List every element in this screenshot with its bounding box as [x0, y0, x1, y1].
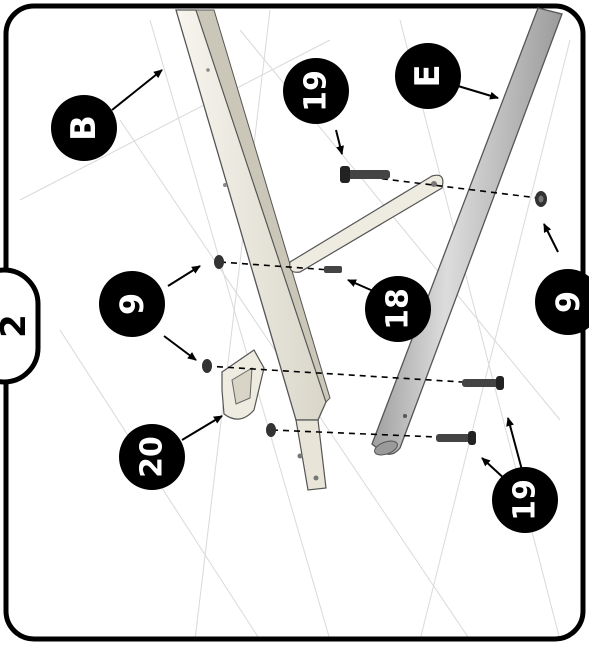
- nut-9-right-part: [535, 191, 547, 207]
- svg-text:20: 20: [135, 436, 170, 478]
- callout-19-bottom: 19: [492, 467, 558, 533]
- alignment-lines: [205, 175, 539, 438]
- hardware: [202, 166, 547, 445]
- callout-b: B: [51, 95, 117, 161]
- callout-19-top: 19: [283, 58, 349, 124]
- step-number: 2: [0, 314, 34, 338]
- svg-text:19: 19: [299, 70, 334, 112]
- svg-text:B: B: [64, 115, 104, 141]
- callout-e: E: [395, 43, 461, 109]
- bolt-18-part: [324, 266, 342, 273]
- callout-20: 20: [119, 424, 185, 490]
- svg-text:9: 9: [113, 293, 151, 315]
- rail-b: [175, 9, 331, 491]
- strap-bracket-18-part: [289, 174, 444, 273]
- svg-text:19: 19: [508, 479, 543, 521]
- bolt-19-bottom-lower-part: [436, 431, 476, 445]
- leader-arrows: [111, 69, 559, 483]
- callout-9-left: 9: [99, 271, 165, 337]
- tube-e: [371, 7, 563, 456]
- bolt-19-bottom-upper-part: [462, 376, 504, 390]
- bolt-19-top-part: [340, 166, 390, 183]
- callout-18: 18: [365, 276, 431, 342]
- svg-text:18: 18: [381, 288, 416, 330]
- svg-text:E: E: [408, 64, 448, 87]
- step-badge: 2: [0, 267, 41, 385]
- callout-9-right: 9: [535, 269, 589, 335]
- nut-9-left-upper-part: [214, 255, 224, 269]
- svg-text:9: 9: [549, 291, 587, 313]
- nut-9-left-lower-part: [202, 359, 212, 373]
- nut-9-bottom-part: [266, 423, 276, 437]
